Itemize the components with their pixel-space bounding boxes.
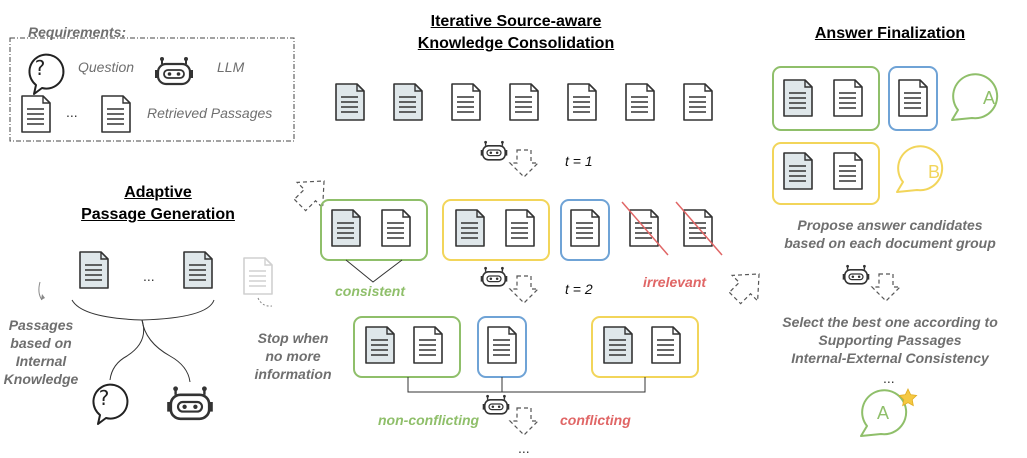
dashed-arrow-icon: [286, 167, 338, 219]
requirements-box: [9, 37, 295, 142]
document-icon: [393, 83, 423, 121]
final-answer: A: [877, 403, 890, 423]
iteration-t1-label: t = 1: [565, 153, 593, 169]
cross-out-line: [675, 201, 723, 256]
document-icon: [833, 79, 863, 117]
document-icon: [783, 152, 813, 190]
document-icon: [413, 326, 443, 364]
non-conflicting-label: non-conflicting: [378, 412, 480, 428]
answer-title: Answer Finalization: [814, 25, 966, 42]
robot-icon: [153, 55, 195, 86]
question-icon: ?: [28, 53, 65, 95]
group-box-green: [772, 66, 880, 131]
group-box-yellow: [442, 199, 550, 261]
iteration-t2-label: t = 2: [565, 281, 593, 297]
dashed-arrow-icon: [509, 149, 539, 178]
document-icon: [509, 83, 539, 121]
adaptive-ellipsis: ...: [143, 268, 155, 284]
document-icon: [625, 83, 655, 121]
dashed-arrow-icon: [721, 260, 773, 312]
document-icon: [455, 209, 485, 247]
document-icon: [651, 326, 681, 364]
group-box-yellow: [772, 142, 880, 205]
dashed-arrow-icon: [509, 407, 539, 436]
answer-ellipsis: ...: [883, 370, 895, 386]
document-icon: [505, 209, 535, 247]
dashed-arrow-icon: [509, 275, 539, 304]
propose-text: Propose answer candidates based on each …: [784, 217, 996, 251]
internal-knowledge-note: Passages based on Internal Knowledge: [3, 317, 79, 387]
adaptive-title-line2: Passage Generation: [81, 206, 235, 223]
question-label: Question: [78, 59, 135, 75]
dashed-arrow-icon: [871, 273, 901, 302]
answer-candidate-b: B: [928, 162, 941, 182]
iterative-title-line2: Knowledge Consolidation: [417, 35, 615, 52]
bracket-lines: [71, 299, 215, 383]
robot-icon: [841, 264, 871, 285]
requirements-title: Requirements:: [28, 24, 127, 40]
iterative-title-line1: Iterative Source-aware: [430, 13, 602, 30]
stop-note: Stop when no more information: [254, 330, 332, 382]
document-icon: [451, 83, 481, 121]
document-icon: [243, 257, 273, 295]
answer-candidate-a: A: [983, 88, 996, 108]
svg-text:?: ?: [99, 386, 110, 410]
document-icon: [570, 209, 600, 247]
requirements-ellipsis: ...: [66, 104, 78, 120]
document-icon: [567, 83, 597, 121]
speech-bubble-icon: [896, 145, 944, 193]
document-icon: [21, 95, 51, 133]
document-icon: [331, 209, 361, 247]
speech-bubble-icon: [951, 73, 999, 121]
retrieved-passages-label: Retrieved Passages: [147, 105, 273, 121]
cross-out-line: [621, 201, 669, 256]
iterative-ellipsis: ...: [518, 440, 530, 456]
robot-icon: [479, 266, 509, 287]
robot-icon: [165, 385, 215, 421]
group-box-green: [353, 316, 461, 378]
robot-icon: [479, 140, 509, 161]
document-icon: [381, 209, 411, 247]
conflicting-label: conflicting: [560, 412, 631, 428]
select-text: Select the best one according to Support…: [782, 314, 998, 366]
document-icon: [603, 326, 633, 364]
adaptive-title-line1: Adaptive: [124, 184, 192, 201]
document-icon: [683, 83, 713, 121]
speech-bubble-icon: [860, 389, 908, 437]
star-icon: [898, 388, 918, 407]
document-icon: [335, 83, 365, 121]
consistent-label: consistent: [335, 283, 406, 299]
document-icon: [183, 251, 213, 289]
document-icon: [487, 326, 517, 364]
svg-text:?: ?: [35, 56, 46, 80]
group-box-green: [320, 199, 428, 261]
document-icon: [365, 326, 395, 364]
question-icon: ?: [92, 383, 129, 425]
document-icon: [79, 251, 109, 289]
llm-label: LLM: [217, 59, 245, 75]
document-icon: [783, 79, 813, 117]
robot-icon: [481, 394, 511, 415]
group-box-blue: [560, 199, 610, 261]
document-icon: [833, 152, 863, 190]
group-box-blue: [888, 66, 938, 131]
document-icon: [898, 79, 928, 117]
document-icon: [101, 95, 131, 133]
irrelevant-label: irrelevant: [643, 274, 707, 290]
